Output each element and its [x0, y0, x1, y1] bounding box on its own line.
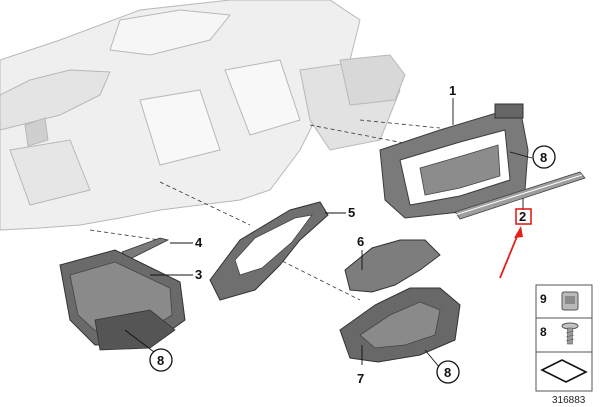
callout-2: 2 — [519, 209, 526, 224]
part-3-glovebox — [59, 249, 186, 351]
callout-3: 3 — [195, 267, 202, 282]
seal-strip-icon — [540, 359, 588, 383]
callout-2-highlight-box — [515, 208, 532, 225]
clip-nut-icon — [561, 291, 579, 311]
diagram-id: 316883 — [552, 395, 586, 406]
part-1-mounting-bracket — [379, 103, 529, 219]
callout-7: 7 — [357, 371, 364, 386]
dashboard-carrier — [0, 0, 406, 231]
legend-number-9: 9 — [540, 292, 547, 306]
legend-number-8: 8 — [540, 325, 547, 339]
part-7-column-trim-lower — [339, 287, 461, 363]
circle-callout-8-c-label: 8 — [444, 365, 451, 380]
part-5-knee-frame — [209, 201, 329, 301]
callout-lines — [124, 98, 533, 369]
part-6-column-trim-upper — [344, 239, 441, 293]
callout-1: 1 — [449, 83, 456, 98]
screw-icon — [561, 322, 579, 345]
red-pointer-arrow — [499, 226, 523, 279]
callout-6: 6 — [357, 234, 364, 249]
part-2-trim-strip — [454, 171, 586, 220]
circle-callout-8-b: 8 — [149, 348, 173, 372]
circle-callout-8-c: 8 — [436, 360, 460, 384]
circle-callout-8-a: 8 — [532, 145, 556, 169]
circle-callout-8-a-label: 8 — [540, 150, 547, 165]
callout-4: 4 — [195, 235, 203, 250]
parts-legend: 9 8 — [535, 284, 593, 392]
callout-5: 5 — [348, 205, 355, 220]
circle-callout-8-b-label: 8 — [157, 353, 164, 368]
